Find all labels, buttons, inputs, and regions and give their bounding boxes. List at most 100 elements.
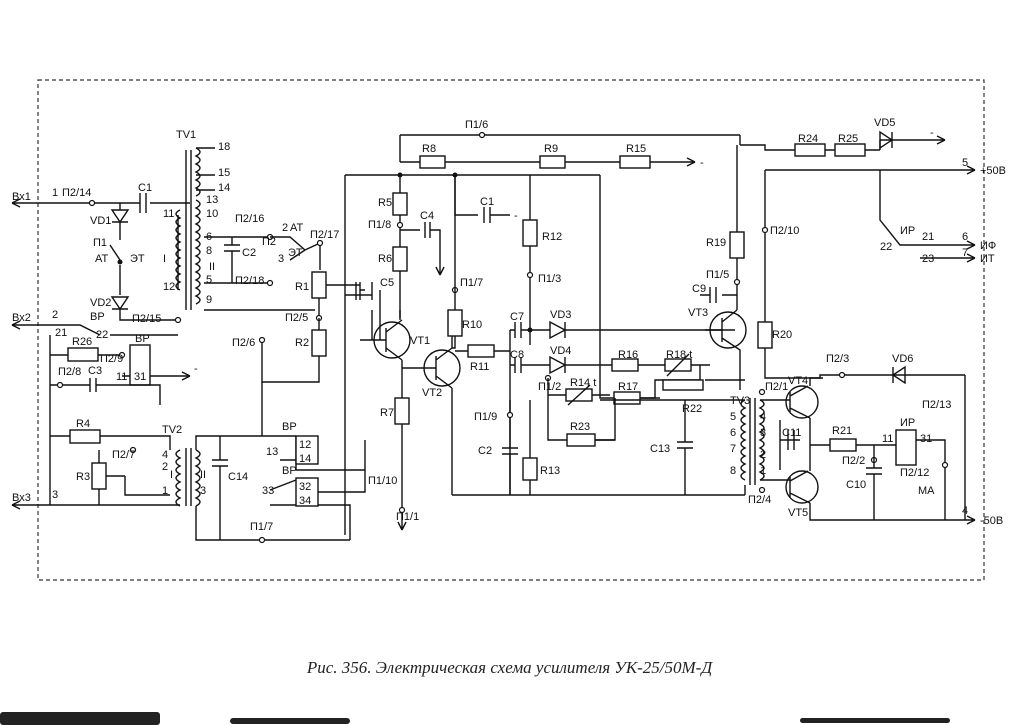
label: -	[194, 363, 198, 375]
label: VD1	[90, 215, 111, 227]
label: П2/1	[765, 381, 788, 393]
label: П2/5	[285, 312, 308, 324]
label: 8	[730, 465, 736, 477]
label: 34	[299, 495, 311, 507]
label: R6	[378, 253, 392, 265]
label: R22	[682, 403, 702, 415]
label: ВР	[90, 311, 105, 323]
label: П2/12	[900, 467, 929, 479]
label: 2	[52, 309, 58, 321]
label: 6	[730, 427, 736, 439]
label: П1/8	[368, 219, 391, 231]
label: R5	[378, 197, 392, 209]
label: 1	[52, 187, 58, 199]
label: 2	[760, 449, 766, 461]
label: П2/16	[235, 213, 264, 225]
label: П2/9	[100, 353, 123, 365]
label: ЭТ	[288, 247, 303, 259]
label: П2/3	[826, 353, 849, 365]
label: П2/8	[58, 366, 81, 378]
label: 15	[218, 167, 230, 179]
terminal-out-minus: -50В	[980, 515, 1003, 527]
terminal-in1: Вх1	[12, 191, 31, 203]
label: VT1	[410, 335, 430, 347]
label: R24	[798, 133, 818, 145]
label: C11	[782, 427, 801, 439]
label: C7	[510, 311, 524, 323]
label: R25	[838, 133, 858, 145]
label: R11	[470, 361, 489, 373]
terminal-in2: Вх2	[12, 312, 31, 324]
label: R9	[544, 143, 558, 155]
label: 18	[218, 141, 230, 153]
label: R16	[618, 349, 638, 361]
label: 4	[162, 449, 168, 461]
label: 5	[962, 157, 968, 169]
label: 5	[730, 411, 736, 423]
label: I	[170, 469, 173, 481]
label: VD5	[874, 117, 895, 129]
label: R15	[626, 143, 646, 155]
label: АТ	[95, 253, 108, 265]
figure-caption: Рис. 356. Электрическая схема усилителя …	[306, 658, 713, 677]
label: VD4	[550, 345, 571, 357]
label: R17	[618, 381, 638, 393]
label: R21	[832, 425, 852, 437]
driver-stage	[344, 131, 747, 535]
label: VD3	[550, 309, 571, 321]
label: II	[200, 469, 206, 481]
label: R10	[462, 319, 482, 331]
label: 5	[206, 274, 212, 286]
label: ИР	[900, 225, 915, 237]
label: 31	[920, 433, 932, 445]
enclosure-frame	[37, 79, 985, 581]
label: R13	[540, 465, 560, 477]
label: TV3	[730, 395, 750, 407]
label: C14	[228, 471, 248, 483]
label: 14	[299, 453, 311, 465]
label: 23	[922, 253, 934, 265]
label: VT3	[688, 307, 708, 319]
label: 21	[922, 231, 934, 243]
label: МА	[918, 485, 935, 497]
label: 32	[299, 481, 311, 493]
label: П2/13	[922, 399, 951, 411]
label: VT2	[422, 387, 442, 399]
label: -	[700, 157, 704, 169]
label: 6	[206, 231, 212, 243]
scan-artifact	[800, 718, 950, 723]
label: R3	[76, 471, 90, 483]
label: АТ	[290, 222, 303, 234]
label: ЭТ	[130, 253, 145, 265]
label: C9	[692, 283, 706, 295]
scan-artifact	[230, 718, 350, 724]
label: ВР	[282, 421, 297, 433]
label: П1/7	[460, 277, 483, 289]
label: 6	[962, 231, 968, 243]
label: 12	[299, 439, 311, 451]
label: 8	[206, 245, 212, 257]
label: П2	[262, 236, 276, 248]
label: C1	[480, 196, 494, 208]
label: C2	[478, 445, 492, 457]
label: 2	[282, 222, 288, 234]
label: R18 t	[666, 349, 692, 361]
label: 22	[96, 329, 108, 341]
label: R19	[706, 237, 726, 249]
label: П2/2	[842, 455, 865, 467]
label: R4	[76, 418, 90, 430]
label: П2/14	[62, 187, 91, 199]
label: VD2	[90, 297, 111, 309]
label: VT5	[788, 507, 808, 519]
label: ВР	[282, 465, 297, 477]
label: П2/10	[770, 225, 799, 237]
label: R12	[542, 231, 562, 243]
scan-artifact	[0, 712, 160, 725]
label: П1/6	[465, 119, 488, 131]
amplifier-schematic: Вх1 Вх2 Вх3 +50В -50В ИФ ИТ 1 2 3 П2/14 …	[11, 79, 1006, 581]
label: R20	[772, 329, 792, 341]
label: 13	[266, 446, 278, 458]
terminal-in3: Вх3	[12, 492, 31, 504]
label: II	[209, 261, 215, 273]
terminal-out-plus: +50В	[980, 165, 1006, 177]
